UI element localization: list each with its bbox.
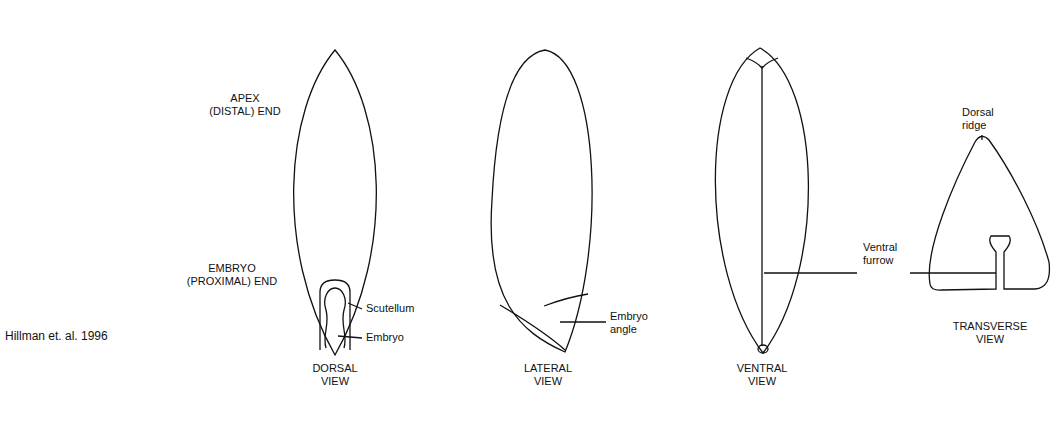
leader-line	[338, 336, 362, 338]
view-title: DORSAL VIEW	[307, 362, 363, 388]
end-label: EMBRYO (PROXIMAL) END	[186, 262, 278, 288]
part-label: Embryo angle	[610, 310, 656, 336]
source-citation: Hillman et. al. 1996	[5, 329, 165, 343]
leader-line	[764, 272, 857, 273]
end-label: APEX (DISTAL) END	[208, 92, 282, 118]
leader-line	[910, 272, 996, 273]
ventral-grain-outline	[715, 48, 808, 353]
lateral-grain-outline	[491, 50, 592, 352]
embryo-angle-arc	[544, 294, 588, 306]
embryo-line	[500, 305, 565, 350]
part-label: Dorsal ridge	[962, 106, 1004, 132]
dorsal-grain-outline	[294, 50, 377, 355]
ventral-furrow-line	[761, 66, 762, 346]
embryo-outline	[325, 288, 346, 348]
leader-line	[560, 321, 606, 322]
view-title: LATERAL VIEW	[518, 362, 578, 388]
furrow-end	[758, 345, 768, 353]
view-title: TRANSVERSE VIEW	[948, 320, 1032, 346]
part-label: Scutellum	[366, 302, 436, 315]
leader-line	[348, 303, 362, 309]
leader-line	[981, 135, 982, 140]
furrow-fork	[746, 58, 778, 68]
scutellum-outline	[320, 280, 350, 350]
view-title: VENTRAL VIEW	[731, 362, 793, 388]
transverse-outline	[929, 136, 1049, 290]
part-label: Embryo	[366, 331, 426, 344]
part-label: Ventral furrow	[863, 241, 907, 267]
